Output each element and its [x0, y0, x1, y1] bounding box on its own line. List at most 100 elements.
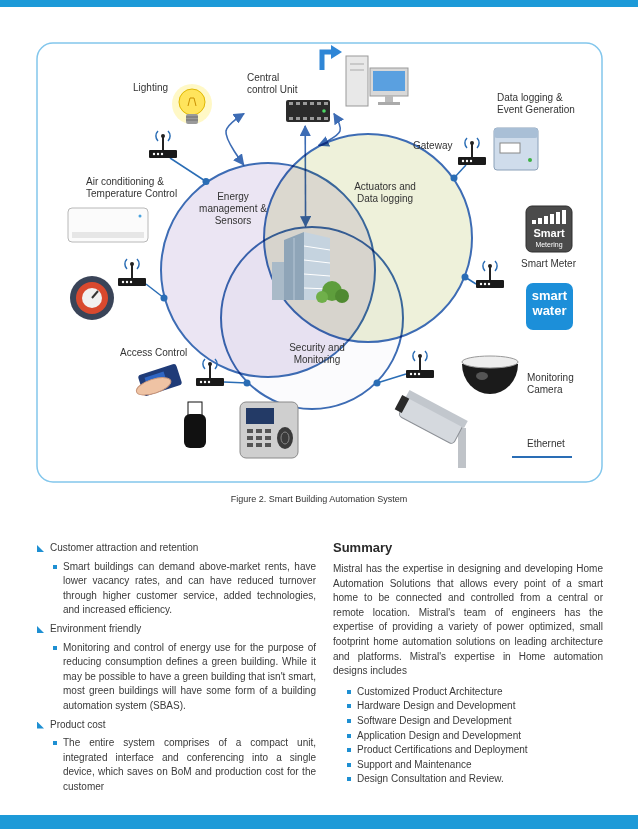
label-slot: Smart Meter [521, 258, 585, 270]
pc-stand [385, 96, 393, 102]
logger-screen [500, 143, 520, 153]
figure-panel [37, 43, 602, 482]
key [265, 443, 271, 447]
thermostat [70, 276, 114, 320]
camera-hood [406, 390, 468, 428]
dome-highlight [476, 372, 488, 380]
meter-bar [550, 214, 554, 224]
list-item: Software Design and Development [357, 714, 603, 729]
pc-tower [346, 56, 368, 106]
camera-mount [458, 428, 466, 468]
card-reader [132, 363, 183, 398]
top-bar [0, 0, 638, 7]
device-label: Data logging & Event Generation [497, 92, 585, 116]
logger-led [528, 158, 532, 162]
body-paragraph: Mistral has the expertise in designing a… [333, 562, 603, 679]
label-slot: smart [526, 288, 573, 303]
controller-terminal [324, 102, 328, 105]
bulb-thread [186, 120, 198, 121]
pc-monitor [370, 68, 408, 96]
list-item: Design Consultation and Review. [357, 772, 603, 787]
controller-terminal [296, 117, 300, 120]
section-heading: Summary [333, 540, 603, 556]
tower-left-face [284, 232, 304, 300]
node-label: Energy management & Sensors [198, 191, 268, 227]
pc-drive [350, 64, 364, 65]
hand-silhouette [184, 414, 206, 448]
icon-text: Metering [526, 240, 572, 249]
ac-body [68, 208, 148, 242]
node-label: Actuators and Data logging [350, 181, 420, 205]
router-icon [406, 351, 434, 378]
controller-icon [286, 100, 330, 122]
caption-slot: Figure 2. Smart Building Automation Syst… [0, 494, 638, 505]
bulb-filament [188, 98, 196, 106]
router-icon [476, 261, 504, 288]
dome-camera [462, 356, 518, 394]
control-arrow [226, 114, 244, 165]
terminal-screen [246, 408, 274, 424]
meter-tile [526, 206, 572, 252]
meter-bar [532, 220, 536, 224]
key [256, 443, 262, 447]
logger-lid [494, 128, 538, 138]
building [272, 232, 349, 303]
cctv-camera [393, 388, 468, 468]
pc-icon [346, 56, 408, 106]
tower-window-line [304, 246, 330, 250]
card-hand [184, 402, 206, 448]
fingerprint-sensor [277, 427, 293, 449]
thermostat-face [82, 288, 102, 308]
icon-text: Smart [526, 227, 572, 240]
icon-text: smart [526, 288, 573, 303]
controller-terminal [303, 102, 307, 105]
light-bulb [172, 84, 212, 124]
label-slot: Smart [526, 227, 572, 240]
router-icon [149, 131, 177, 158]
meter-bar [556, 212, 560, 224]
key [256, 436, 262, 440]
logger-body [494, 128, 538, 170]
fingerprint-terminal [240, 402, 298, 458]
controller-terminal [303, 117, 307, 120]
list-item: Support and Maintenance [357, 758, 603, 773]
device-label: Gateway [413, 140, 457, 152]
meter-bar [538, 218, 542, 224]
controller-terminal [289, 117, 293, 120]
legend-text: Ethernet [527, 438, 587, 450]
ethernet-links [118, 131, 504, 387]
right-column: SummaryMistral has the expertise in desi… [333, 540, 603, 787]
bullet-text: The entire system comprises of a compact… [63, 736, 316, 794]
link-dot [244, 380, 251, 387]
device-label: Lighting [133, 82, 183, 94]
key [265, 436, 271, 440]
legend-slot: Ethernet [527, 438, 587, 450]
tower-window-line [304, 260, 330, 263]
hand [134, 374, 173, 398]
bullet-heading: Customer attraction and retention [50, 541, 316, 556]
meter-bar [562, 210, 566, 224]
list-item: Hardware Design and Development [357, 699, 603, 714]
bullet-heading: Product cost [50, 718, 316, 733]
label-slot: Monitoring Camera [527, 372, 581, 396]
key [265, 429, 271, 433]
pc-base [378, 102, 400, 105]
key [247, 443, 253, 447]
controller-terminal [317, 102, 321, 105]
controller-terminal [296, 102, 300, 105]
link-dot [451, 175, 458, 182]
device-label: Monitoring Camera [527, 372, 581, 396]
arrow-head [331, 45, 342, 59]
bulb-glass [179, 89, 205, 115]
bulb-glow [172, 84, 212, 124]
link-dot [462, 274, 469, 281]
blue-arrow [322, 45, 342, 70]
ac-unit [68, 208, 148, 242]
link-dot [203, 178, 210, 185]
bulb-thread [186, 117, 198, 118]
controller-node: Central control Unit [244, 70, 334, 126]
bullet-text: Smart buildings can demand above-market … [63, 560, 316, 618]
controller-terminal [324, 117, 328, 120]
list-item: Customized Product Architecture [357, 685, 603, 700]
